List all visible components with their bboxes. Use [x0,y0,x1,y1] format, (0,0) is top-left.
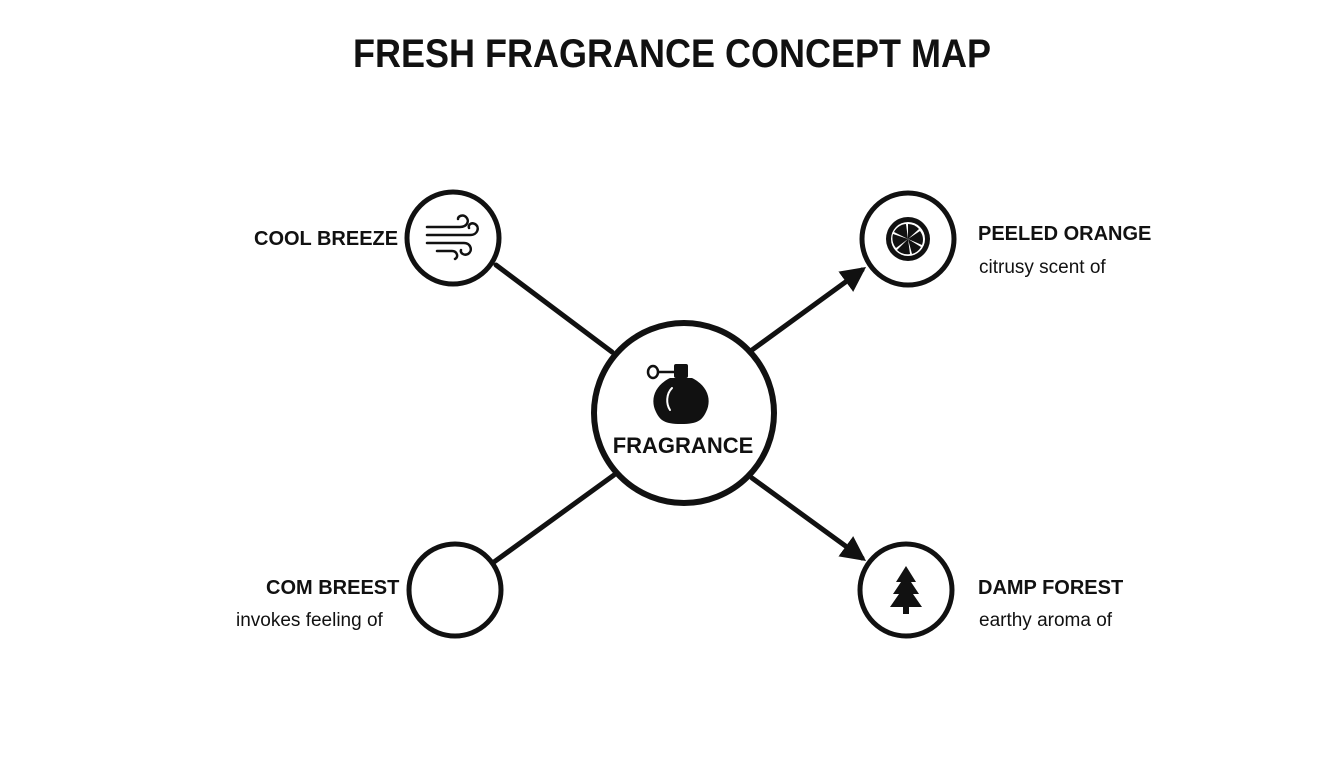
node-com-breest [406,541,504,639]
wind-icon [425,214,479,261]
peeled-orange-subtitle: citrusy scent of [979,257,1106,278]
orange-slice-icon [886,217,930,261]
damp-forest-title: DAMP FOREST [978,577,1124,599]
center-node [591,320,777,506]
node-peeled-orange [859,190,957,288]
damp-forest-subtitle: earthy aroma of [979,610,1113,631]
page-title: FRESH FRAGRANCE CONCEPT MAP [352,32,992,76]
edge-center-to-peeled-orange [749,267,867,353]
perfume-bottle-icon [646,364,709,424]
edge-center-to-com-breest [491,472,617,565]
peeled-orange-title: PEELED ORANGE [978,223,1152,245]
node-damp-forest [857,541,955,639]
pine-tree-icon [890,566,922,614]
cool-breeze-title: COOL BREEZE [254,228,399,250]
com-breest-subtitle: invokes feeling of [236,610,383,631]
node-cool-breeze [404,189,502,287]
center-node-label: FRAGRANCE [612,433,754,458]
edge-center-to-damp-forest [749,475,867,561]
com-breest-title: COM BREEST [266,577,400,599]
edge-cool-breeze-to-center [493,262,615,355]
